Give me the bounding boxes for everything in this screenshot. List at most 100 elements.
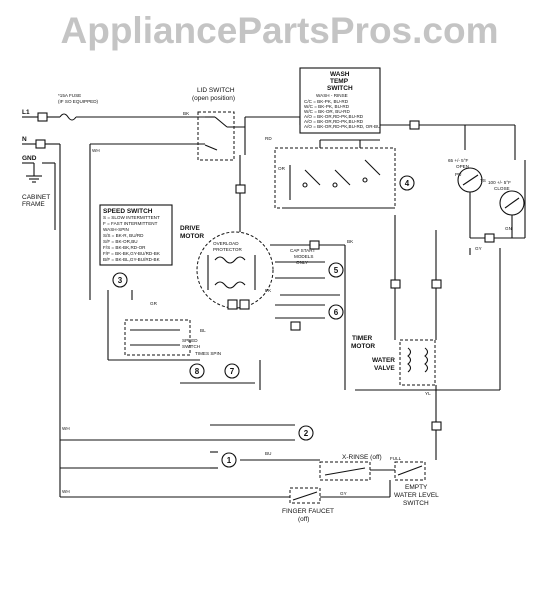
speed-switch: SPEED SWITCH TIMES SPIN <box>107 300 221 361</box>
timer-num-3: 3 <box>118 276 123 285</box>
timer-contact-4: 4 <box>399 175 415 191</box>
timer-contact-3: 3 <box>107 272 133 300</box>
finger-faucet-state: (off) <box>298 516 309 523</box>
power-input: L1 N GND CABINET FRAME *15A FUSE (IF SO … <box>22 93 205 497</box>
l1-label: L1 <box>22 109 30 116</box>
thermo-close-label: CLOSE <box>494 186 510 191</box>
wire-pu: PU <box>455 172 461 177</box>
gnd-label: GND <box>22 155 37 162</box>
times-spin-label: TIMES SPIN <box>195 351 221 356</box>
wire-bl: BL <box>200 328 206 333</box>
wire-gy: GY <box>475 246 482 251</box>
frame-label: FRAME <box>22 201 45 208</box>
thermo-open-temp: 65 +/- 5°F <box>448 158 469 163</box>
ssl-line-5: S/F = BK-OR,BU <box>103 239 138 244</box>
wts-line-2: W/C = BK-PK, BU-RD <box>304 104 350 109</box>
thermo-open-ts: TS <box>480 178 486 183</box>
ssl-line-4: S/S = BK-R, BU/RD <box>103 233 144 238</box>
ssl-line-2: F = FAST INTERMITTENT <box>103 221 158 226</box>
overload-label-2: PROTECTOR <box>213 247 242 252</box>
wts-line-6: A/O = BK-OR,RD-PK,BU-RD, OR-BU <box>304 124 380 129</box>
timer-num-5: 5 <box>334 266 339 275</box>
empty-label: EMPTY <box>405 484 428 491</box>
wts-title-1: WASH <box>330 71 350 78</box>
wts-title-3: SWITCH <box>327 85 353 92</box>
wire-bk-top: BK <box>183 111 190 116</box>
wire-color-labels: BK WH WH WH RD OR BK GY YL BU GY GR PK P… <box>62 111 512 496</box>
site-watermark: AppliancePartsPros.com <box>60 10 499 51</box>
wts-title-2: TEMP <box>330 78 349 85</box>
timer-num-6: 6 <box>334 308 339 317</box>
wire-bu: BU <box>265 451 271 456</box>
wts-line-5: A/O = BK-OR,RD-PK,BU-RD <box>304 119 364 124</box>
wire-rd: RD <box>265 136 272 141</box>
timer-contact-7: 7 <box>224 363 240 379</box>
timer-num-2: 2 <box>304 429 309 438</box>
ssl-line-3: WASH-SPIN <box>103 227 129 232</box>
thermo-open-label: OPEN <box>456 164 469 169</box>
timer-motor-label-2: MOTOR <box>351 343 375 350</box>
wts-line-4: A/O = BK-OR,RD-PK,BU-RD <box>304 114 364 119</box>
speed-switch-label-1: SPEED <box>182 338 198 343</box>
wash-temp-switch: WASH TEMP SWITCH WASH - RINSE C/C = BK-P… <box>274 67 396 209</box>
speed-switch-label-2: SWITCH <box>182 344 200 349</box>
fuse-label: *15A FUSE <box>58 93 81 98</box>
n-label: N <box>22 136 27 143</box>
timer-contact-8: 8 <box>189 363 205 379</box>
drive-motor-label-1: DRIVE <box>180 225 201 232</box>
water-level-label: WATER LEVEL <box>394 492 439 499</box>
timer-motor: TIMER MOTOR <box>344 245 375 390</box>
wire-gn: GN <box>505 226 512 231</box>
timer-num-1: 1 <box>227 456 232 465</box>
ssl-line-6: F/S = BK-BK,RD-OR <box>103 245 146 250</box>
water-valve-label-2: VALVE <box>374 365 395 372</box>
wire-pk: PK <box>265 288 272 293</box>
cap-start-1: CAP START <box>290 248 315 253</box>
wire-wh-3: WH <box>62 489 70 494</box>
ssl-line-7: F/F = BK-BK,GY-BU/RD-BK <box>103 251 161 256</box>
fuse-icon <box>59 113 77 121</box>
wire-bk-mid: BK <box>347 239 354 244</box>
wts-line-3: W/C = BK-OR, BU-RD <box>304 109 350 114</box>
water-valve-label-1: WATER <box>372 357 395 364</box>
timer-contact-1: 1 <box>210 451 320 469</box>
thermo-close-temp: 100 +/- 5°F <box>488 180 511 185</box>
timer-motor-label-1: TIMER <box>352 335 373 342</box>
lid-switch-title: LID SWITCH <box>197 87 235 94</box>
wire-wh-2: WH <box>62 426 70 431</box>
cabinet-label: CABINET <box>22 194 50 201</box>
wire-gr: GR <box>150 301 158 306</box>
x-rinse-switch: X-RINSE (off) <box>319 454 382 481</box>
drive-motor: DRIVE MOTOR OVERLOAD PROTECTOR CAP START… <box>180 225 345 310</box>
x-rinse-label: X-RINSE (off) <box>342 454 382 461</box>
full-label: FULL <box>390 456 402 461</box>
fuse-sub-label: (IF SO EQUIPPED) <box>58 99 99 104</box>
drive-motor-label-2: MOTOR <box>180 233 204 240</box>
wts-line-1: C/C = BK-PK, BU-RD <box>304 99 349 104</box>
empty-water-level-switch: FULL EMPTY WATER LEVEL SWITCH <box>390 456 439 507</box>
timer-contact-2: 2 <box>210 424 314 441</box>
ssl-line-8: B/F = BK-BL,GY-BU/RD-BK <box>103 257 161 262</box>
ssl-title: SPEED SWITCH <box>103 208 153 215</box>
wire-wh-1: WH <box>92 148 100 153</box>
timer-num-4: 4 <box>405 179 410 188</box>
timer-num-7: 7 <box>230 367 235 376</box>
timer-contact-6: 6 <box>275 304 344 320</box>
wire-or: OR <box>278 166 286 171</box>
timer-contact-5: 5 <box>275 261 344 279</box>
wts-subtitle: WASH - RINSE <box>316 93 348 98</box>
lid-switch: LID SWITCH (open position) <box>192 87 246 230</box>
overload-label-1: OVERLOAD <box>213 241 239 246</box>
wire-gy-bottom: GY <box>340 491 347 496</box>
wire-yl: YL <box>425 391 431 396</box>
ssl-line-1: S = SLOW INTERMITTENT <box>103 215 160 220</box>
motor-winding-icon <box>214 256 246 264</box>
lid-switch-state: (open position) <box>192 95 235 102</box>
finger-faucet: FINGER FAUCET (off) <box>282 487 334 523</box>
cap-start-2: MODELS <box>294 254 313 259</box>
timer-num-8: 8 <box>195 367 200 376</box>
thermostats: 65 +/- 5°F OPEN TS 100 +/- 5°F CLOSE <box>448 158 526 300</box>
finger-faucet-label: FINGER FAUCET <box>282 508 334 515</box>
switch-label: SWITCH <box>403 500 429 507</box>
